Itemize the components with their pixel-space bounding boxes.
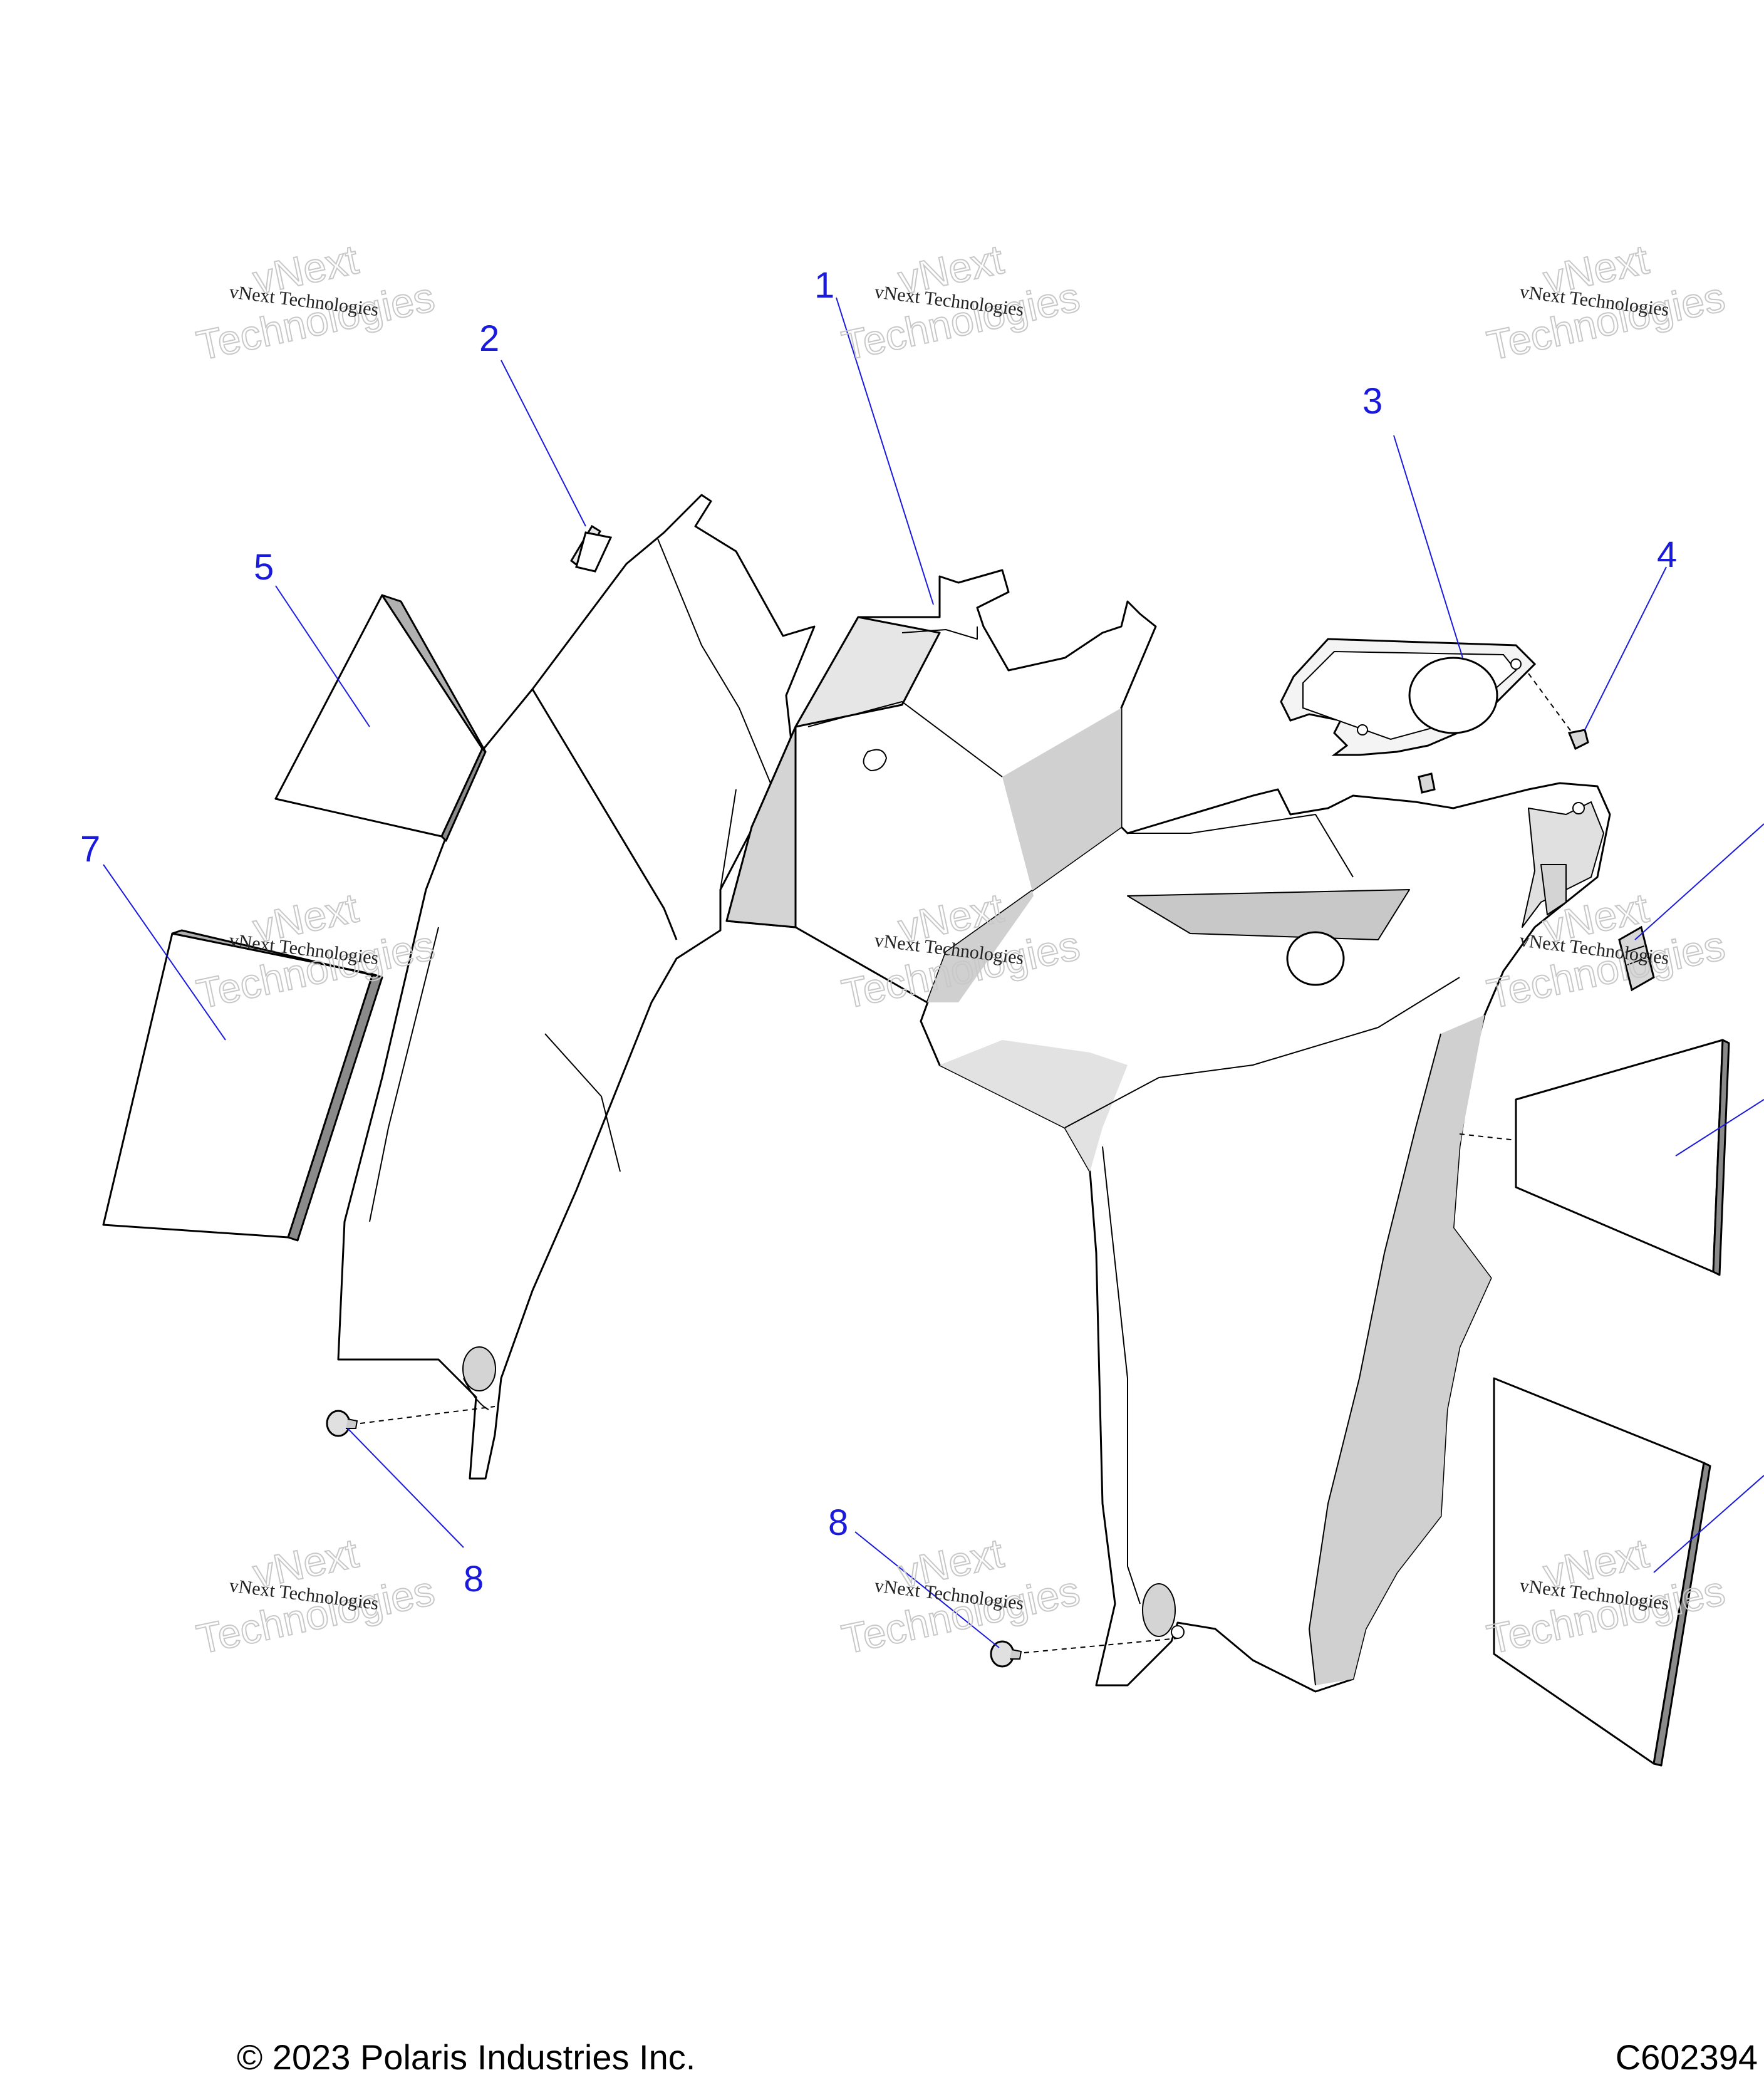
- leader-7: [103, 864, 226, 1041]
- screw-4-leader-dashes: [1528, 673, 1573, 734]
- callout-8-right: 8: [828, 1502, 848, 1543]
- foam-pad-part-7: [102, 929, 383, 1242]
- watermark-top-right: vNext Technologies vNext Technologies: [1483, 235, 1730, 369]
- watermark-low-center: vNext Technologies vNext Technologies: [838, 1529, 1084, 1663]
- leader-right-lower: [1653, 1475, 1764, 1573]
- callout-7: 7: [80, 829, 100, 870]
- foam-pad-right-upper: [1515, 1039, 1730, 1276]
- callout-leaders: [103, 297, 1764, 1648]
- leader-right-mid: [1675, 1099, 1764, 1157]
- leader-3: [1393, 435, 1463, 658]
- callout-5: 5: [254, 547, 274, 588]
- rivet-8-left-dashes: [360, 1406, 495, 1424]
- leader-4: [1584, 566, 1667, 731]
- callout-2: 2: [479, 318, 499, 359]
- callout-4: 4: [1657, 534, 1677, 575]
- callout-3: 3: [1362, 381, 1383, 422]
- watermark-low-right: vNext Technologies vNext Technologies: [1483, 1529, 1730, 1663]
- foam-pad-right-lower: [1493, 1377, 1711, 1767]
- leader-8-right: [854, 1531, 1000, 1648]
- callout-1: 1: [814, 265, 834, 306]
- watermark-mid-right: vNext Technologies vNext Technologies: [1483, 883, 1730, 1017]
- figure-code: C602394: [1615, 2037, 1758, 2077]
- watermark-top-center: vNext Technologies vNext Technologies: [838, 235, 1084, 369]
- copyright-text: © 2023 Polaris Industries Inc.: [237, 2037, 696, 2077]
- gasket-part-3: [1280, 638, 1537, 756]
- callout-8-left: 8: [464, 1559, 484, 1599]
- leader-right-upper: [1634, 823, 1764, 940]
- pad-right-dashes: [1459, 1133, 1517, 1141]
- rivet-part-8-right: [990, 1640, 1022, 1668]
- small-clip-right: [1618, 925, 1655, 992]
- rivet-part-8-left: [326, 1410, 358, 1437]
- leader-8-left: [347, 1428, 464, 1548]
- center-inner-panel: [725, 569, 1157, 1004]
- leader-2: [501, 360, 586, 527]
- leader-1: [836, 297, 934, 605]
- rivet-8-right-dashes: [1024, 1638, 1178, 1653]
- screw-part-4: [1418, 729, 1589, 794]
- clip-part-2: [570, 524, 613, 573]
- watermark-top-left: vNext Technologies vNext Technologies: [192, 235, 439, 369]
- leader-5: [275, 585, 370, 727]
- foam-pad-part-5: [274, 594, 487, 842]
- main-right-panel: [920, 708, 1611, 1693]
- watermark-low-left: vNext Technologies vNext Technologies: [192, 1529, 439, 1663]
- left-side-panel: [337, 494, 816, 1480]
